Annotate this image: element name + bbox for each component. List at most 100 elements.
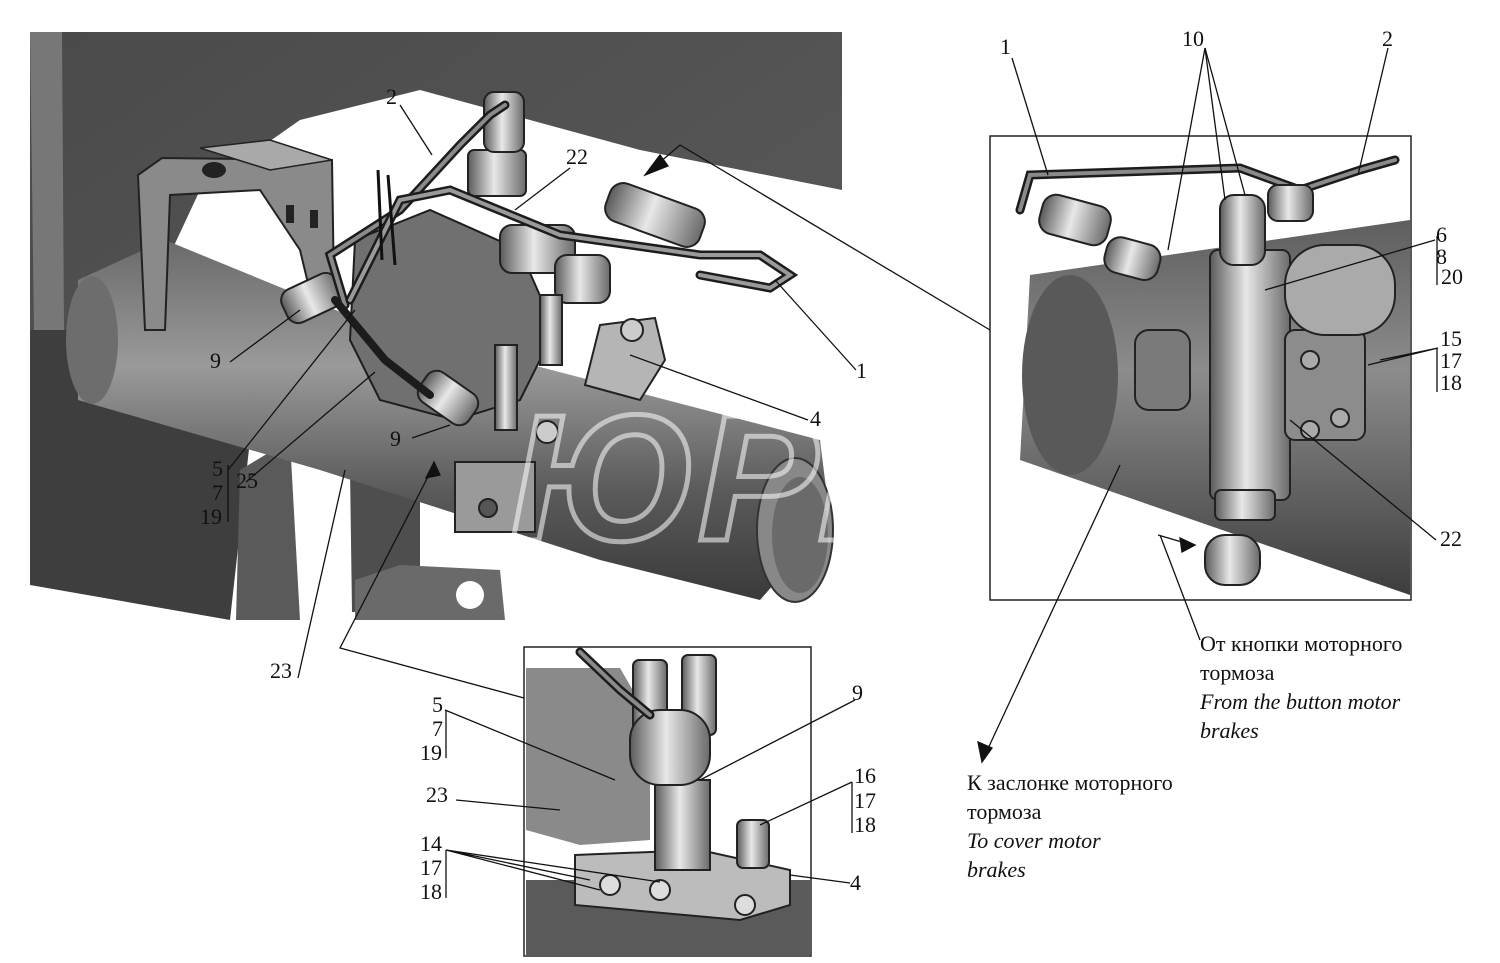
callout-23-main: 23 [270, 658, 292, 683]
right-disc [1284, 244, 1396, 336]
callout-10-right: 10 [1182, 26, 1204, 51]
callout-17-right: 17 [1440, 348, 1462, 373]
callouts-main: 2 22 9 1 4 9 5 7 19 25 23 [200, 84, 867, 683]
right-pipe-end [1022, 275, 1118, 475]
arrow-head-4 [1179, 536, 1197, 554]
watermark: ЮPEX [508, 376, 1071, 582]
hose-line-1-inner [348, 187, 794, 302]
leader-4-bottom [789, 874, 851, 884]
callout-9-bottom: 9 [852, 680, 863, 705]
caption-to-cover-en-2: brakes [967, 857, 1026, 882]
bottom-nut-3 [734, 894, 756, 916]
caption-to-cover-en-1: To cover motor [967, 828, 1101, 853]
right-hose-line-inner [1018, 158, 1397, 212]
clamp-block [454, 461, 536, 533]
leader-23-main [297, 469, 346, 679]
pointer-to-bottom-box [339, 464, 525, 699]
callout-19-main: 19 [200, 504, 222, 529]
callout-1-right: 1 [1000, 34, 1011, 59]
right-flange [1284, 329, 1366, 441]
bottom-bolt [736, 819, 770, 869]
callout-2-right: 2 [1382, 26, 1393, 51]
right-detail-view [989, 135, 1412, 601]
right-fitting-left [1038, 193, 1112, 247]
caption-from-button-ru-1: От кнопки моторного [1200, 631, 1403, 656]
callout-7-main: 7 [212, 480, 223, 505]
leader-2-right [1357, 47, 1389, 176]
frame-lower-left [30, 330, 250, 620]
right-top-fitting [1267, 184, 1314, 222]
right-bolt-3 [1330, 408, 1350, 428]
callout-5-bottom: 5 [432, 692, 443, 717]
bottom-nut-2 [649, 879, 671, 901]
arrow-head-2 [424, 460, 441, 479]
right-elbow-bottom [1204, 534, 1261, 586]
callout-6-right: 6 [1436, 222, 1447, 247]
callouts-right: 1 10 2 6 8 20 15 17 18 22 [1000, 26, 1463, 551]
leader-22-main [514, 167, 571, 211]
wire-lines [376, 169, 397, 266]
caption-from-button-ru-2: тормоза [1200, 660, 1275, 685]
hose-line-2-inner [327, 103, 507, 307]
pipe-right-bore [772, 477, 828, 593]
frame-plate [30, 32, 842, 585]
leader-10b-right [1204, 47, 1226, 201]
callout-19-bottom: 19 [420, 740, 442, 765]
callout-18a-bottom: 18 [854, 812, 876, 837]
leader-1-main [774, 279, 857, 371]
bracket-slot-1 [286, 205, 294, 223]
leader-22-right [1289, 419, 1437, 541]
callout-7-bottom: 7 [432, 716, 443, 741]
leader-16-bottom [759, 781, 853, 826]
leader-10c-right [1204, 47, 1246, 196]
right-valve [1209, 249, 1291, 501]
leader-9-bottom [699, 699, 856, 781]
caption-from-button: От кнопки моторного тормоза From the but… [1200, 629, 1402, 745]
arrow-head-3 [977, 740, 993, 764]
callout-23-bottom: 23 [426, 782, 448, 807]
leader-14-bottom [445, 849, 661, 891]
hose-line-3 [331, 296, 434, 399]
callout-17a-bottom: 17 [854, 788, 876, 813]
leader-9a-main [229, 309, 301, 363]
callout-18-right: 18 [1440, 370, 1462, 395]
callout-18b-bottom: 18 [420, 879, 442, 904]
u-bracket-face [199, 139, 333, 171]
caption-to-cover-ru-1: К заслонке моторного [967, 770, 1173, 795]
tee-fitting [604, 182, 706, 248]
frame-leg [236, 440, 300, 620]
callout-9b-main: 9 [390, 426, 401, 451]
bottom-detail-view [523, 646, 812, 957]
bottom-hose-inner [578, 650, 652, 717]
valve-top-cylinder [467, 149, 527, 197]
callout-16-bottom: 16 [854, 763, 876, 788]
right-valve-top [1219, 194, 1266, 266]
callout-20-right: 20 [1441, 264, 1463, 289]
caption-from-button-en-1: From the button motor [1200, 689, 1401, 714]
watermark-text: ЮPEX [510, 378, 1068, 579]
caption-to-cover: К заслонке моторного тормоза To cover mo… [967, 768, 1173, 884]
bracket-hole [456, 581, 484, 609]
pointer-to-cover [984, 464, 1121, 756]
leader-4-main [629, 354, 809, 421]
callout-2-main: 2 [386, 84, 397, 109]
vertical-bolt-2 [539, 294, 563, 366]
pipe-left-end [66, 276, 118, 404]
fitting-bottom [416, 369, 480, 427]
leader-6-right [1264, 239, 1436, 291]
bracket-top-hole [202, 162, 226, 178]
valve-plate [583, 316, 667, 402]
callout-1-main: 1 [856, 358, 867, 383]
leader-9b-main [411, 424, 451, 439]
bracket-slot-2 [310, 210, 318, 228]
main-view [30, 32, 842, 620]
bottom-stem [654, 779, 711, 871]
right-valve-bottom [1214, 489, 1276, 521]
callout-22-right: 22 [1440, 526, 1462, 551]
callout-17b-bottom: 17 [420, 855, 442, 880]
bottom-nut-1 [599, 874, 621, 896]
frame-beam-left [30, 32, 64, 330]
leader-10a-right [1167, 47, 1206, 251]
callout-4-main: 4 [810, 406, 821, 431]
